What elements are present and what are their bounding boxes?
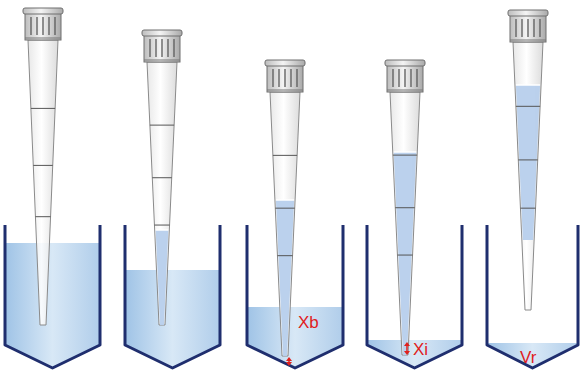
dimension-label: Xb bbox=[298, 314, 319, 331]
collar-ridge bbox=[527, 19, 528, 37]
meniscus bbox=[276, 199, 294, 201]
dimension-label: Xi bbox=[413, 341, 428, 358]
meniscus bbox=[156, 229, 169, 231]
graduation-mark bbox=[273, 155, 297, 156]
collar-ridge bbox=[173, 39, 174, 57]
tip-liquid bbox=[276, 200, 294, 356]
collar-band bbox=[144, 60, 180, 61]
pipette-tip bbox=[265, 60, 305, 356]
beaker bbox=[367, 225, 462, 368]
graduation-mark bbox=[277, 255, 292, 256]
tip-cone bbox=[147, 62, 177, 325]
tip-rim bbox=[23, 8, 63, 14]
collar-ridge bbox=[284, 69, 285, 87]
collar-ridge bbox=[410, 69, 411, 87]
tip-rim bbox=[142, 30, 182, 36]
tip-liquid bbox=[516, 85, 540, 240]
tip-collar bbox=[510, 14, 546, 42]
bath-liquid bbox=[367, 340, 462, 368]
tip-collar bbox=[144, 34, 180, 62]
collar-ridge bbox=[149, 39, 150, 57]
tip-liquid bbox=[394, 152, 417, 355]
beaker bbox=[487, 225, 578, 368]
collar-band bbox=[25, 38, 61, 39]
pipette-tip bbox=[23, 8, 63, 325]
collar-ridge bbox=[521, 19, 522, 37]
bath-liquid bbox=[487, 343, 578, 368]
tip-cone bbox=[270, 92, 300, 356]
collar-ridge bbox=[272, 69, 273, 87]
collar-ridge bbox=[290, 69, 291, 87]
graduation-mark bbox=[520, 208, 535, 209]
graduation-mark bbox=[150, 125, 174, 126]
tip-rim bbox=[265, 60, 305, 66]
pipette-tip bbox=[385, 60, 425, 355]
tip-cone bbox=[28, 40, 58, 325]
beaker bbox=[5, 225, 100, 368]
tip-collar bbox=[25, 12, 61, 40]
dimension-arrow bbox=[404, 342, 410, 355]
graduation-mark bbox=[154, 225, 169, 226]
graduation-mark bbox=[395, 207, 414, 208]
graduation-mark bbox=[31, 108, 55, 109]
dimension-arrow bbox=[286, 357, 292, 366]
graduation-mark bbox=[35, 216, 50, 217]
collar-ridge bbox=[539, 19, 540, 37]
collar-ridge bbox=[278, 69, 279, 87]
collar-ridge bbox=[167, 39, 168, 57]
graduation-mark bbox=[397, 255, 412, 256]
meniscus bbox=[516, 84, 540, 86]
pipette-tip bbox=[508, 10, 548, 310]
collar-ridge bbox=[30, 17, 31, 35]
bath-liquid bbox=[247, 307, 343, 368]
collar-ridge bbox=[533, 19, 534, 37]
beaker bbox=[247, 225, 343, 368]
graduation-mark bbox=[516, 106, 540, 107]
collar-ridge bbox=[155, 39, 156, 57]
graduation-mark bbox=[152, 177, 171, 178]
tip-collar bbox=[387, 64, 423, 92]
collar-band bbox=[510, 40, 546, 41]
collar-ridge bbox=[416, 69, 417, 87]
dimension-label: Vr bbox=[520, 349, 536, 366]
collar-ridge bbox=[161, 39, 162, 57]
collar-ridge bbox=[515, 19, 516, 37]
collar-ridge bbox=[48, 17, 49, 35]
tip-cone bbox=[513, 42, 543, 310]
graduation-mark bbox=[518, 159, 537, 160]
graduation-mark bbox=[275, 208, 294, 209]
collar-ridge bbox=[54, 17, 55, 35]
collar-ridge bbox=[36, 17, 37, 35]
collar-ridge bbox=[398, 69, 399, 87]
collar-ridge bbox=[42, 17, 43, 35]
collar-ridge bbox=[392, 69, 393, 87]
tip-rim bbox=[508, 10, 548, 16]
tip-rim bbox=[385, 60, 425, 66]
pipette-tip bbox=[142, 30, 182, 325]
collar-ridge bbox=[296, 69, 297, 87]
graduation-mark bbox=[33, 165, 52, 166]
tip-liquid bbox=[156, 230, 169, 325]
meniscus bbox=[394, 151, 417, 153]
tip-cone bbox=[390, 92, 420, 355]
collar-band bbox=[267, 90, 303, 91]
graduation-mark bbox=[393, 155, 417, 156]
collar-ridge bbox=[404, 69, 405, 87]
collar-band bbox=[387, 90, 423, 91]
bath-liquid bbox=[5, 243, 100, 368]
tip-collar bbox=[267, 64, 303, 92]
beaker bbox=[125, 225, 220, 368]
